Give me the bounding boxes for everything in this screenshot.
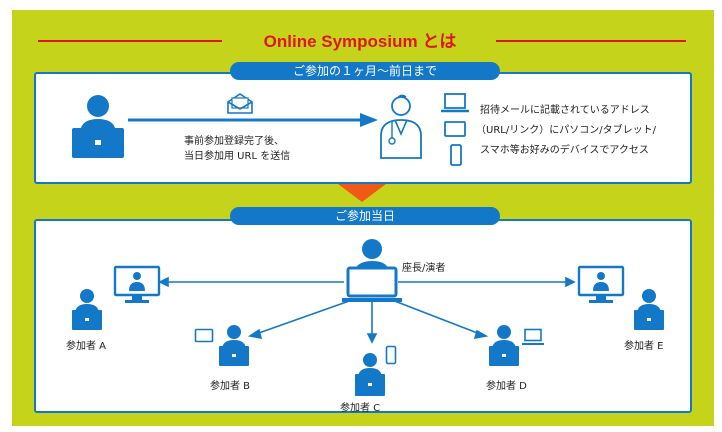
event-day-label: ご参加当日 <box>230 207 500 225</box>
participant-d-icon <box>489 325 519 366</box>
participant-b-tablet-icon <box>194 328 214 343</box>
participant-c-label: 参加者 C <box>340 403 381 414</box>
participant-a-label: 参加者 A <box>66 341 107 352</box>
doctor-icon <box>380 94 422 159</box>
participant-b-icon <box>219 325 249 366</box>
participant-e-icon <box>634 289 664 330</box>
participant-a-icon <box>72 289 102 330</box>
laptop-icon <box>441 93 469 113</box>
participant-c-phone-icon <box>385 345 397 365</box>
send-url-arrow <box>128 113 378 127</box>
title-rule-left <box>38 40 222 42</box>
organizer-computer-icon <box>72 95 124 158</box>
participant-c-icon <box>355 353 385 396</box>
participant-a-monitor-icon <box>113 265 161 303</box>
flow-down-arrow <box>338 184 386 202</box>
smartphone-icon <box>450 144 462 166</box>
registration-text-line2: 当日参加用 URL を送信 <box>184 151 291 162</box>
participant-e-monitor-icon <box>577 265 625 303</box>
tablet-icon <box>444 121 466 137</box>
title-rule-right <box>496 40 686 42</box>
participant-e-label: 参加者 E <box>624 341 664 352</box>
mail-icon <box>227 93 253 114</box>
access-text-line1: 招待メールに記載されているアドレス <box>480 105 650 116</box>
host-laptop-icon <box>342 239 402 302</box>
pre-event-label: ご参加の１ヶ月～前日まで <box>230 62 500 80</box>
host-label: 座長/演者 <box>402 263 446 274</box>
participant-d-label: 参加者 D <box>486 381 527 392</box>
registration-text-line1: 事前参加登録完了後、 <box>184 136 284 147</box>
participant-b-label: 参加者 B <box>210 381 251 392</box>
access-text-line3: スマホ等お好みのデバイスでアクセス <box>480 145 649 156</box>
diagram-title: Online Symposium とは <box>263 32 457 51</box>
access-text-line2: （URL/リンク）にパソコン/タブレット/ <box>476 125 656 136</box>
participant-d-laptop-icon <box>522 328 544 345</box>
